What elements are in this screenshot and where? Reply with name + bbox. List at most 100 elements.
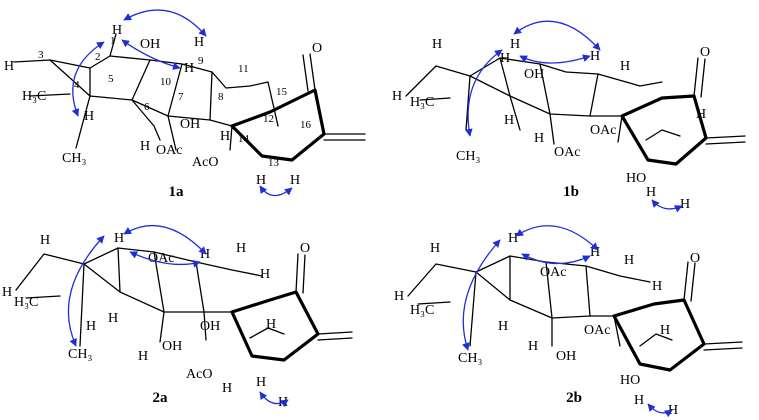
compound-label-1b: 1b: [563, 184, 579, 200]
ch3-group: CH₃: [456, 149, 480, 164]
h-atom: H: [194, 35, 204, 50]
h-atom: H: [646, 185, 656, 200]
h-atom: H: [220, 129, 230, 144]
atom-14: 14: [238, 133, 250, 145]
atom-13: 13: [268, 157, 280, 169]
h-atom: H: [108, 311, 118, 326]
h-atom: H: [290, 173, 300, 188]
compound-label-2b: 2b: [566, 390, 582, 406]
h3c-group: H₃C: [410, 95, 434, 110]
compound-label-2a: 2a: [153, 390, 169, 406]
h-atom: H: [660, 323, 670, 338]
h-atom: H: [266, 317, 276, 332]
atom-16: 16: [300, 119, 312, 131]
atom-3: 3: [38, 49, 44, 61]
oac-group: OAc: [590, 123, 616, 138]
atom-8: 8: [218, 91, 224, 103]
oh-group: OH: [200, 319, 220, 334]
labels-2b: OAc OAc OH HO H₃C CH₃ O H H H H H H H H …: [394, 231, 700, 418]
oac-group: OAc: [156, 143, 182, 158]
h-atom: H: [4, 59, 14, 74]
carbonyl-oxygen: O: [312, 41, 322, 56]
h-atom: H: [624, 253, 634, 268]
h3c-group: H₃C: [22, 89, 46, 104]
h-atom: H: [508, 231, 518, 246]
structure-2a: OAc OH OH AcO H₃C CH₃ O H H H H H H H H …: [2, 225, 353, 410]
h-atom: H: [222, 381, 232, 396]
compound-label-1a: 1a: [169, 184, 185, 200]
h-atom: H: [430, 241, 440, 256]
atom-4: 4: [74, 79, 80, 91]
oh-group: OH: [180, 117, 200, 132]
oac-group: OAc: [584, 323, 610, 338]
h-atom: H: [498, 319, 508, 334]
h-atom: H: [510, 37, 520, 52]
oac-group: OAc: [554, 145, 580, 160]
h-atom: H: [620, 59, 630, 74]
aco-group: AcO: [192, 155, 218, 170]
h-atom: H: [256, 173, 266, 188]
atom-7: 7: [178, 91, 184, 103]
atom-2: 2: [95, 51, 101, 63]
h-atom: H: [392, 89, 402, 104]
h-atom: H: [236, 241, 246, 256]
noe-arrows-2a: [67, 225, 289, 408]
noe-arrows-1b: [464, 20, 683, 213]
atom-1: 1: [110, 35, 116, 47]
h-atom: H: [114, 231, 124, 246]
aco-group: AcO: [186, 367, 212, 382]
h-atom: H: [184, 61, 194, 76]
ch3-group: CH₃: [68, 347, 92, 362]
h-atom: H: [668, 403, 678, 418]
structure-1b: OH OAc OAc HO H₃C CH₃ O H H H H H H H H …: [392, 20, 746, 213]
h3c-group: H₃C: [410, 303, 434, 318]
h-atom: H: [528, 339, 538, 354]
structure-1a: 1 2 3 4 5 6 7 8 9 10 11 12 13 14 15 16 O…: [4, 9, 366, 200]
h-atom: H: [590, 245, 600, 260]
oac-group: OAc: [540, 265, 566, 280]
structure-2b: OAc OAc OH HO H₃C CH₃ O H H H H H H H H …: [394, 225, 743, 418]
atom-9: 9: [198, 55, 204, 67]
bonds-2b: [407, 255, 743, 372]
oh-group: OH: [524, 67, 544, 82]
h-atom: H: [138, 349, 148, 364]
h-atom: H: [634, 393, 644, 408]
oh-group: OH: [556, 349, 576, 364]
ho-group: HO: [620, 373, 640, 388]
ho-group: HO: [626, 171, 646, 186]
atom-12: 12: [263, 113, 274, 125]
h-atom: H: [590, 49, 600, 64]
atom-5: 5: [108, 73, 114, 85]
h-atom: H: [534, 131, 544, 146]
carbonyl-oxygen: O: [700, 45, 710, 60]
h-atom: H: [40, 233, 50, 248]
h-atom: H: [112, 23, 122, 38]
h-atom: H: [652, 279, 662, 294]
h-atom: H: [500, 51, 510, 66]
noe-arrows-2b: [462, 225, 673, 418]
oh-group: OH: [140, 37, 160, 52]
h-atom: H: [504, 113, 514, 128]
ch3-group: CH₃: [458, 351, 482, 366]
bonds-1b: [405, 57, 746, 166]
h-atom: H: [394, 289, 404, 304]
atom-numbers-1a: 1 2 3 4 5 6 7 8 9 10 11 12 13 14 15 16: [38, 35, 312, 169]
carbonyl-oxygen: O: [690, 251, 700, 266]
h3c-group: H₃C: [14, 295, 38, 310]
h-atom: H: [260, 267, 270, 282]
ch3-group: CH₃: [62, 151, 86, 166]
noe-arrows-1a: [71, 9, 293, 197]
h-atom: H: [696, 107, 706, 122]
h-atom: H: [140, 139, 150, 154]
carbonyl-oxygen: O: [300, 241, 310, 256]
h-atom: H: [432, 37, 442, 52]
atom-11: 11: [238, 63, 249, 75]
oh-group: OH: [162, 339, 182, 354]
atom-10: 10: [160, 76, 172, 88]
h-atom: H: [86, 319, 96, 334]
h-atom: H: [680, 197, 690, 212]
atom-6: 6: [144, 101, 150, 113]
h-atom: H: [256, 375, 266, 390]
h-atom: H: [84, 109, 94, 124]
